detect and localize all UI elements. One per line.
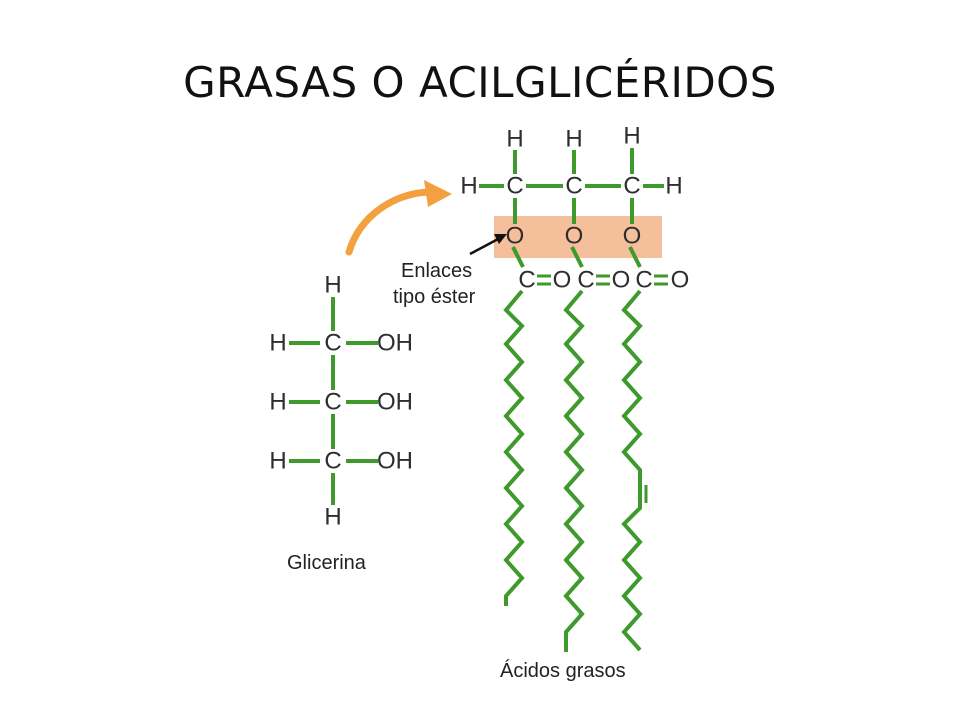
fatty-acid-chain-3 <box>621 289 643 652</box>
tri-h-left: H <box>460 173 477 200</box>
glycerol-c-2: C <box>324 389 341 416</box>
glycerol-h-left-3: H <box>269 448 286 475</box>
carbonyl-o-3: O <box>671 267 690 294</box>
ester-label-line2: tipo éster <box>393 286 476 308</box>
triglyceride-molecule: H H H H H C C C O O O C C C O O O <box>393 123 689 683</box>
carbonyl-c-1: C <box>518 267 535 294</box>
glycerol-h-left-2: H <box>269 389 286 416</box>
glycerol-oh-3: OH <box>377 448 413 475</box>
glycerol-bonds <box>289 297 378 505</box>
glycerol-h-bottom: H <box>324 504 341 531</box>
carbonyl-o-2: O <box>612 267 631 294</box>
tri-h-top-3: H <box>623 123 640 150</box>
tri-c-3: C <box>623 173 640 200</box>
carbonyl-o-1: O <box>553 267 572 294</box>
backbone-bonds <box>479 148 664 268</box>
glycerol-c-3: C <box>324 448 341 475</box>
curved-arrow-icon <box>345 180 452 256</box>
glycerol-label: Glicerina <box>287 552 367 574</box>
carbonyl-c-3: C <box>635 267 652 294</box>
glycerol-oh-2: OH <box>377 389 413 416</box>
tri-h-right: H <box>665 173 682 200</box>
glycerol-h-left-1: H <box>269 330 286 357</box>
tri-h-top-1: H <box>506 126 523 153</box>
tri-h-top-2: H <box>565 126 582 153</box>
glycerol-atoms: H C C C H H H H OH OH OH <box>269 272 413 531</box>
ester-label-line1: Enlaces <box>401 260 472 282</box>
glycerol-h-top: H <box>324 272 341 299</box>
triglyceride-atoms: H H H H H C C C O O O C C C O O O <box>460 123 689 294</box>
ester-o-1: O <box>506 223 525 250</box>
ester-o-3: O <box>623 223 642 250</box>
carbonyl-c-2: C <box>577 267 594 294</box>
fatty-acid-chain-1 <box>503 289 525 606</box>
pointer-arrow-icon <box>469 234 507 256</box>
fatty-acid-chains <box>503 289 648 652</box>
glycerol-molecule: H C C C H H H H OH OH OH Glicerina <box>269 272 413 575</box>
tri-c-1: C <box>506 173 523 200</box>
glycerol-c-1: C <box>324 330 341 357</box>
fatty-acids-label: Ácidos grasos <box>500 659 626 682</box>
fatty-acid-chain-2 <box>563 289 585 652</box>
carbonyl-double-bonds <box>537 274 668 286</box>
slide-title: GRASAS O ACILGLICÉRIDOS <box>183 58 777 107</box>
ester-o-2: O <box>565 223 584 250</box>
glycerol-oh-1: OH <box>377 330 413 357</box>
tri-c-2: C <box>565 173 582 200</box>
